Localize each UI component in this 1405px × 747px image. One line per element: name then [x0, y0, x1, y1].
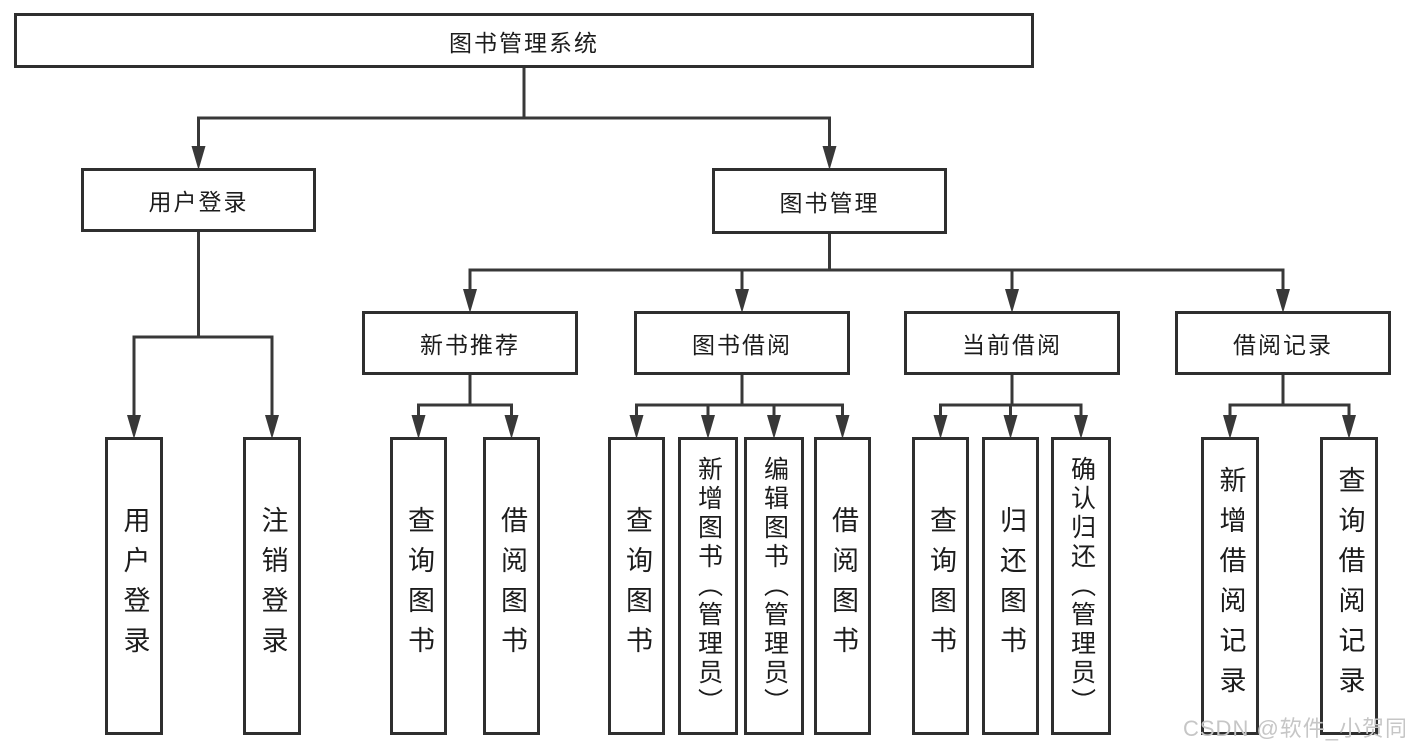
node-label-new-book-recommend: 新书推荐 [420, 332, 520, 358]
arrowhead-down-icon [265, 415, 279, 439]
node-label-leaf-query-book-recommend: 查询图书 [404, 506, 434, 666]
diagram-node-user-login: 用户登录 [81, 168, 316, 232]
node-label-leaf-confirm-return-admin: 确认归还（管理员） [1067, 455, 1096, 717]
diagram-node-leaf-edit-book-admin: 编辑图书（管理员） [744, 437, 804, 735]
arrowhead-down-icon [1003, 415, 1018, 439]
diagram-node-leaf-return-book: 归还图书 [982, 437, 1039, 735]
arrowhead-down-icon [463, 289, 477, 313]
node-label-book-borrow: 图书借阅 [692, 332, 792, 358]
watermark: CSDN @软件_小贺同学 [1183, 716, 1405, 741]
node-label-leaf-query-book-current: 查询图书 [926, 506, 956, 666]
arrowhead-down-icon [1342, 415, 1356, 439]
arrowhead-down-icon [1074, 415, 1088, 439]
arrowhead-down-icon [127, 415, 141, 439]
node-label-leaf-borrow-book-borrow: 借阅图书 [828, 506, 858, 666]
arrowhead-down-icon [701, 415, 715, 439]
node-label-borrow-records: 借阅记录 [1233, 332, 1333, 358]
node-label-current-borrow: 当前借阅 [962, 332, 1062, 358]
diagram-node-borrow-records: 借阅记录 [1175, 311, 1391, 375]
diagram-node-leaf-query-book-borrow: 查询图书 [608, 437, 665, 735]
node-label-leaf-user-login: 用户登录 [119, 506, 150, 666]
node-label-book-management: 图书管理 [779, 190, 880, 216]
arrowhead-down-icon [933, 415, 948, 439]
arrowhead-down-icon [735, 289, 749, 313]
arrowhead-down-icon [822, 146, 837, 170]
diagram-node-leaf-query-book-recommend: 查询图书 [390, 437, 447, 735]
node-label-leaf-query-borrow-record: 查询借阅记录 [1334, 466, 1365, 706]
diagram-node-leaf-add-borrow-record: 新增借阅记录 [1201, 437, 1259, 735]
arrowhead-down-icon [629, 415, 644, 439]
node-label-leaf-edit-book-admin: 编辑图书（管理员） [760, 455, 789, 717]
arrowhead-down-icon [767, 415, 781, 439]
node-label-leaf-add-book-admin: 新增图书（管理员） [694, 455, 723, 717]
arrowhead-down-icon [411, 415, 426, 439]
diagram-node-book-borrow: 图书借阅 [634, 311, 850, 375]
node-label-user-login: 用户登录 [148, 189, 249, 215]
diagram-node-current-borrow: 当前借阅 [904, 311, 1120, 375]
diagram-node-leaf-query-book-current: 查询图书 [912, 437, 969, 735]
diagram-node-book-management: 图书管理 [712, 168, 947, 234]
diagram-node-leaf-logout: 注销登录 [243, 437, 301, 735]
arrowhead-down-icon [504, 415, 519, 439]
arrowhead-down-icon [1223, 415, 1237, 439]
arrowhead-down-icon [1005, 289, 1019, 313]
diagram-node-new-book-recommend: 新书推荐 [362, 311, 578, 375]
arrowhead-down-icon [191, 146, 206, 170]
diagram-node-leaf-query-borrow-record: 查询借阅记录 [1320, 437, 1378, 735]
diagram-node-leaf-add-book-admin: 新增图书（管理员） [678, 437, 738, 735]
diagram-node-root: 图书管理系统 [14, 13, 1034, 68]
node-label-leaf-borrow-book-recommend: 借阅图书 [497, 506, 527, 666]
node-label-leaf-query-book-borrow: 查询图书 [622, 506, 652, 666]
diagram-node-leaf-borrow-book-recommend: 借阅图书 [483, 437, 540, 735]
node-label-leaf-add-borrow-record: 新增借阅记录 [1215, 466, 1246, 706]
arrowhead-down-icon [835, 415, 850, 439]
diagram-node-leaf-confirm-return-admin: 确认归还（管理员） [1051, 437, 1111, 735]
diagram-node-leaf-user-login: 用户登录 [105, 437, 163, 735]
node-label-leaf-logout: 注销登录 [257, 506, 288, 666]
diagram-node-leaf-borrow-book-borrow: 借阅图书 [814, 437, 871, 735]
node-label-leaf-return-book: 归还图书 [996, 506, 1026, 666]
node-label-root: 图书管理系统 [449, 29, 599, 56]
arrowhead-down-icon [1276, 289, 1290, 313]
